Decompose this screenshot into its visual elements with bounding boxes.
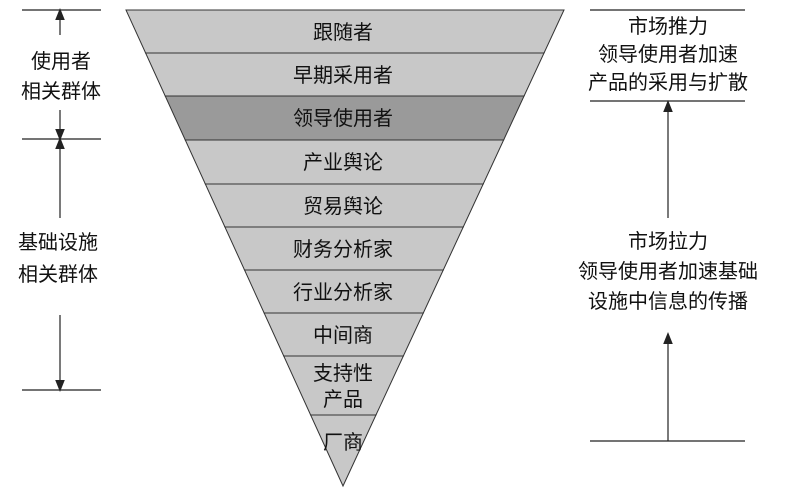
funnel-layer-label-line: 厂商 [323,430,363,454]
funnel-layer-label: 早期采用者 [223,62,463,88]
funnel-layer-label-line: 贸易舆论 [303,193,383,218]
right-lines [590,9,745,442]
funnel-layer-label-line: 财务分析家 [293,236,393,261]
funnel-layer-label: 行业分析家 [223,279,463,305]
funnel-layer-label-line: 产品 [323,386,363,411]
left-bottom-group-line-1: 基础设施 [18,230,98,254]
funnel-layers [125,9,565,488]
funnel-layer-label-line: 中间商 [313,322,373,347]
right-push-note: 市场推力 领导使用者加速 产品的采用与扩散 [578,12,758,96]
left-top-group-line-1: 使用者 [31,49,91,73]
funnel-layer-label: 贸易舆论 [223,193,463,219]
funnel-layer-label-line: 支持性 [313,360,373,385]
funnel-layer-label: 中间商 [223,322,463,348]
right-pull-note: 市场拉力 领导使用者加速基础 设施中信息的传播 [560,226,776,316]
funnel-layer-label-line: 跟随者 [313,19,373,44]
right-pull-line-2: 领导使用者加速基础 [578,259,758,283]
left-brackets [22,8,101,392]
funnel-layer-label: 厂商 [223,429,463,455]
funnel-layer-label: 支持性产品 [223,360,463,412]
left-bottom-group-label: 基础设施 相关群体 [0,226,116,290]
funnel-layer-label: 领导使用者 [223,105,463,131]
funnel-layer-label-line: 领导使用者 [293,106,393,130]
funnel-layer-label: 跟随者 [223,19,463,45]
right-push-line-1: 市场推力 [628,14,708,38]
right-push-line-2: 领导使用者加速 [598,42,738,66]
funnel-layer-label: 产业舆论 [223,149,463,175]
left-top-group-line-2: 相关群体 [21,79,101,103]
right-pull-line-3: 设施中信息的传播 [588,289,748,313]
funnel-layer-label-line: 产业舆论 [303,150,383,174]
funnel-layer-label-line: 行业分析家 [293,279,393,304]
funnel-layer-label: 财务分析家 [223,236,463,262]
left-top-group-label: 使用者 相关群体 [6,46,116,106]
right-pull-line-1: 市场拉力 [628,229,708,253]
right-push-line-3: 产品的采用与扩散 [588,70,748,94]
left-bottom-group-line-2: 相关群体 [18,262,98,286]
funnel-layer-label-line: 早期采用者 [293,62,393,87]
funnel-layer [309,414,377,488]
